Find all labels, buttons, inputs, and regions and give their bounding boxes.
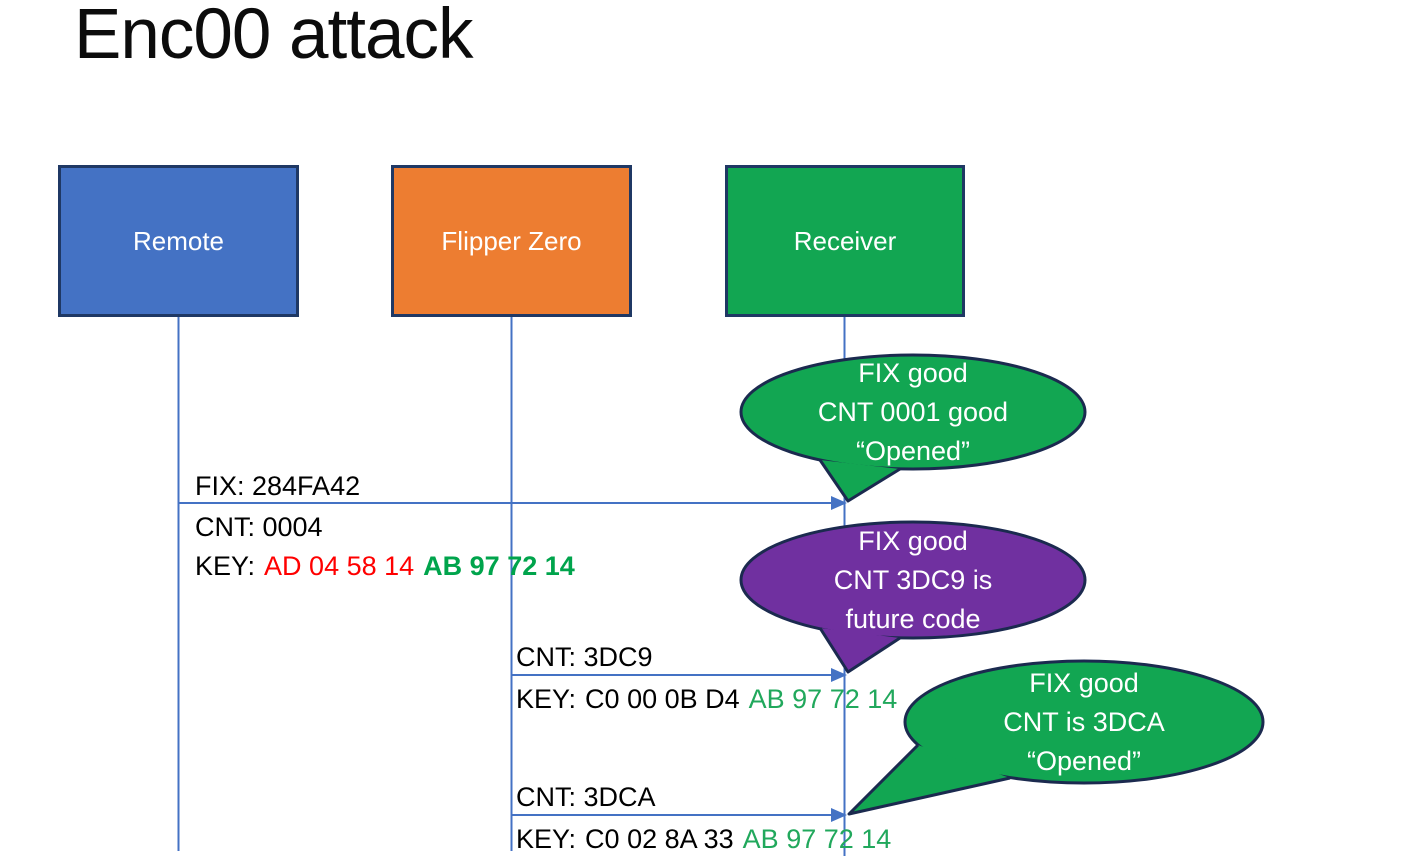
- msg1-key-line: KEY: AD 04 58 14 AB 97 72 14: [195, 549, 575, 583]
- msg3-key-line: KEY: C0 02 8A 33 AB 97 72 14: [516, 822, 891, 856]
- msg1-cnt-line: CNT: 0004: [195, 512, 323, 542]
- arrowhead-1: [831, 496, 847, 510]
- msg2-key-line: KEY: C0 00 0B D4 AB 97 72 14: [516, 682, 897, 716]
- msg2-key-black-bytes: C0 00 0B D4: [585, 684, 740, 714]
- message-arrow-1: [179, 496, 847, 510]
- callout2-line2: CNT 3DC9 is: [833, 564, 993, 595]
- message-arrow-3: [512, 808, 847, 822]
- actor-label-remote: Remote: [132, 225, 225, 256]
- callout2-line3: future code: [845, 603, 981, 634]
- callout-text-3: FIX good CNT is 3DCA “Opened”: [905, 660, 1263, 784]
- arrowhead-3: [831, 808, 847, 822]
- callout-tail-3: [847, 743, 1011, 816]
- msg1-key-green-bytes: AB 97 72 14: [423, 551, 575, 581]
- callout3-line1: FIX good: [1029, 667, 1139, 698]
- actor-label-receiver: Receiver: [793, 225, 897, 256]
- actor-box-flipper-zero: Flipper Zero: [391, 165, 632, 317]
- callout-bubble-1: [739, 353, 1087, 503]
- msg2-key-green-bytes: AB 97 72 14: [748, 684, 898, 714]
- callout1-line1: FIX good: [858, 357, 968, 388]
- msg1-fix-line: FIX: 284FA42: [195, 471, 361, 501]
- message-arrow-2: [512, 668, 847, 682]
- actor-box-receiver: Receiver: [725, 165, 965, 317]
- slide-title: Enc00 attack: [74, 0, 473, 74]
- msg1-key-red-bytes: AD 04 58 14: [264, 551, 415, 581]
- callout-text-1: FIX good CNT 0001 good “Opened”: [741, 356, 1085, 468]
- callout3-line2: CNT is 3DCA: [1003, 706, 1165, 737]
- callout2-line1: FIX good: [858, 525, 968, 556]
- actor-label-flipper-zero: Flipper Zero: [441, 225, 582, 256]
- msg3-key-label: KEY:: [516, 824, 577, 854]
- msg3-key-green-bytes: AB 97 72 14: [742, 824, 892, 854]
- msg1-key-label: KEY:: [195, 551, 256, 581]
- callout3-line3: “Opened”: [1026, 745, 1142, 776]
- msg3-key-black-bytes: C0 02 8A 33: [585, 824, 734, 854]
- arrowhead-2: [831, 668, 847, 682]
- callout-text-2: FIX good CNT 3DC9 is future code: [741, 524, 1085, 636]
- msg2-cnt-line: CNT: 3DC9: [516, 642, 653, 672]
- msg3-cnt-line: CNT: 3DCA: [516, 782, 656, 812]
- msg2-key-label: KEY:: [516, 684, 577, 714]
- actor-box-remote: Remote: [58, 165, 299, 317]
- callout-bubble-2: [739, 520, 1087, 674]
- callout1-line3: “Opened”: [855, 435, 971, 466]
- callout-tail-1: [818, 459, 901, 503]
- callout-bubble-3: [847, 659, 1265, 816]
- callout1-line2: CNT 0001 good: [817, 396, 1009, 427]
- callout-tail-2: [818, 627, 901, 674]
